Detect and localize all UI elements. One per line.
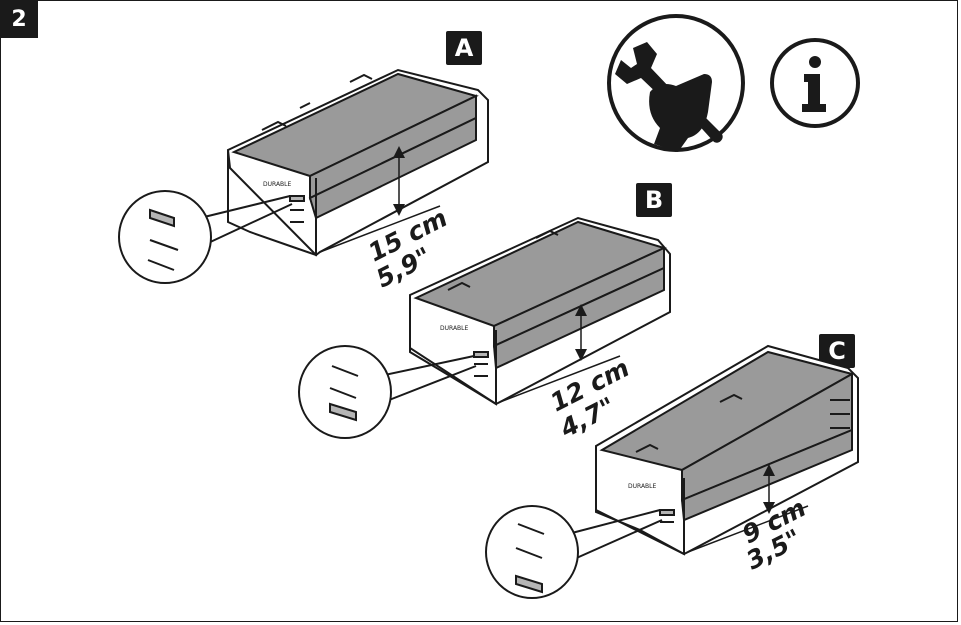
callout-b bbox=[298, 345, 477, 439]
wrench-hand-icon bbox=[607, 14, 745, 152]
step-number-badge: 2 bbox=[0, 0, 38, 38]
brand-mark: DURABLE bbox=[263, 181, 292, 188]
brand-mark: DURABLE bbox=[440, 325, 469, 332]
variant-b-label: B bbox=[636, 183, 672, 217]
variant-a-label: A bbox=[446, 31, 482, 65]
info-icon bbox=[770, 38, 860, 128]
callout-a bbox=[118, 190, 293, 284]
riser-unit-c: DURABLE bbox=[595, 344, 859, 556]
callout-c bbox=[485, 505, 663, 599]
brand-mark: DURABLE bbox=[628, 483, 657, 490]
